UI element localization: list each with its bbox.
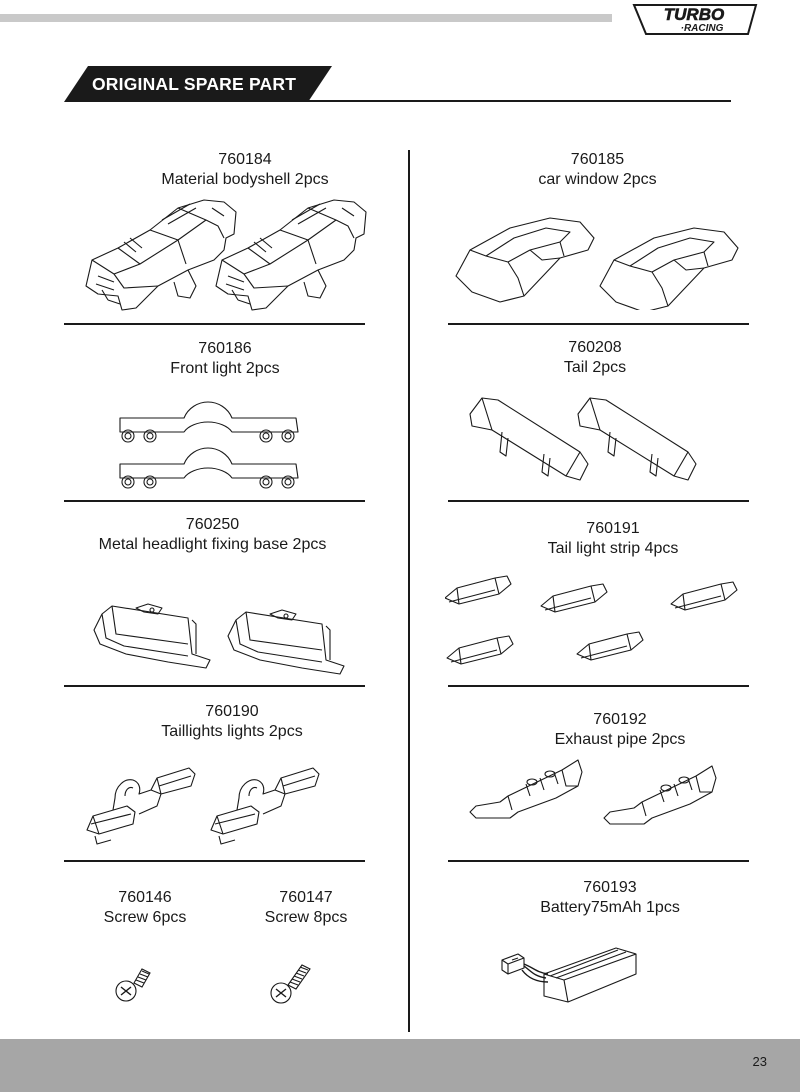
- part-760190: 760190 Taillights lights 2pcs: [102, 702, 362, 741]
- part-name: Taillights lights 2pcs: [161, 722, 303, 740]
- part-code: 760185: [570, 151, 625, 168]
- row-divider: [448, 860, 749, 862]
- part-code: 760190: [205, 703, 259, 720]
- exhaust-pipe-illustration: [469, 759, 717, 825]
- part-760250: 760250 Metal headlight fixing base 2pcs: [70, 515, 355, 554]
- car-window-illustration: [455, 217, 739, 310]
- part-name: Battery75mAh 1pcs: [540, 898, 680, 916]
- center-divider: [408, 150, 410, 1032]
- screw-6pcs-illustration: [115, 968, 151, 1002]
- part-760146: 760146 Screw 6pcs: [85, 888, 205, 927]
- part-760186: 760186 Front light 2pcs: [90, 339, 360, 378]
- row-divider: [64, 500, 365, 502]
- part-760191: 760191 Tail light strip 4pcs: [483, 519, 743, 558]
- logo-subline: ·RACING: [681, 23, 724, 34]
- part-name: car window 2pcs: [538, 170, 657, 188]
- part-code: 760186: [198, 340, 252, 357]
- row-divider: [64, 685, 365, 687]
- bodyshell-illustration: [85, 199, 367, 311]
- headlight-base-illustration: [93, 603, 345, 675]
- top-accent-bar: [0, 14, 612, 22]
- row-divider: [448, 685, 749, 687]
- part-code: 760192: [593, 711, 647, 728]
- part-760192: 760192 Exhaust pipe 2pcs: [490, 710, 750, 749]
- part-code: 760146: [118, 889, 172, 906]
- part-name: Tail 2pcs: [563, 358, 627, 376]
- part-name: Tail light strip 4pcs: [547, 539, 679, 557]
- header-rule: [300, 100, 731, 102]
- tail-spoiler-illustration: [469, 397, 697, 481]
- part-code: 760208: [568, 339, 622, 356]
- section-header: ORIGINAL SPARE PART: [64, 66, 332, 102]
- part-code: 760184: [218, 151, 272, 168]
- part-name: Metal headlight fixing base 2pcs: [98, 535, 327, 553]
- turbo-racing-logo: TURBO ·RACING: [632, 4, 758, 35]
- part-760185: 760185 car window 2pcs: [460, 150, 735, 189]
- part-760208: 760208 Tail 2pcs: [480, 338, 710, 377]
- part-code: 760147: [279, 889, 333, 906]
- section-header-banner: [64, 66, 332, 102]
- part-760193: 760193 Battery75mAh 1pcs: [480, 878, 740, 917]
- part-name: Front light 2pcs: [170, 359, 280, 377]
- row-divider: [448, 323, 749, 325]
- part-760184: 760184 Material bodyshell 2pcs: [110, 150, 380, 189]
- part-code: 760191: [586, 520, 640, 537]
- page-number: 23: [752, 1054, 767, 1069]
- tail-light-strip-illustration: [445, 575, 738, 665]
- part-760147: 760147 Screw 8pcs: [246, 888, 366, 927]
- part-name: Material bodyshell 2pcs: [161, 170, 329, 188]
- part-name: Screw 8pcs: [264, 908, 348, 926]
- row-divider: [448, 500, 749, 502]
- row-divider: [64, 860, 365, 862]
- battery-illustration: [501, 947, 637, 1003]
- taillights-illustration: [86, 767, 320, 845]
- row-divider: [64, 323, 365, 325]
- part-code: 760250: [185, 516, 240, 533]
- page-footer: 23: [0, 1039, 800, 1092]
- part-name: Exhaust pipe 2pcs: [554, 730, 686, 748]
- section-title: ORIGINAL SPARE PART: [92, 74, 297, 94]
- screw-8pcs-illustration: [270, 964, 311, 1004]
- part-code: 760193: [583, 879, 637, 896]
- front-light-illustration: [119, 401, 299, 489]
- part-name: Screw 6pcs: [103, 908, 187, 926]
- logo-wordmark: TURBO: [664, 5, 724, 24]
